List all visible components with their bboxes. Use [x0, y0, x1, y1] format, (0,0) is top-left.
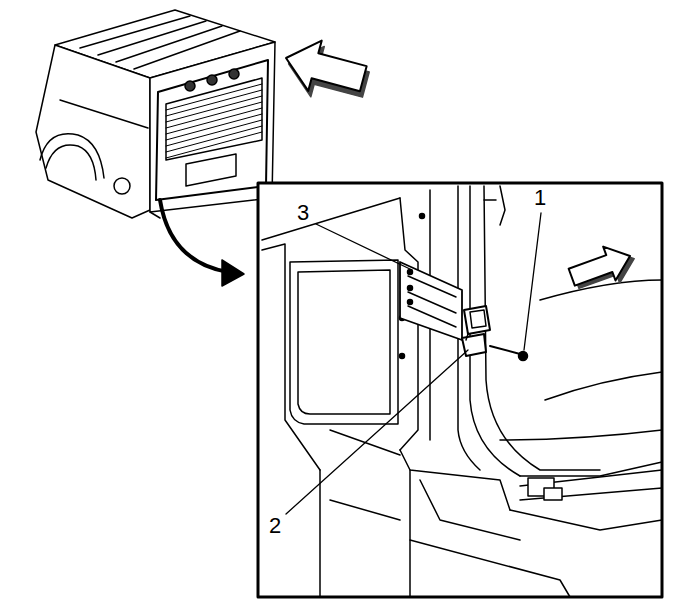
hinge-plate	[400, 262, 462, 340]
view-arrow	[278, 33, 374, 110]
inset-frame	[258, 183, 662, 597]
callout-number: 1	[534, 186, 546, 210]
detail-arrow	[160, 200, 228, 272]
forward-arrow	[566, 238, 641, 298]
leader-lines	[286, 213, 541, 514]
callout-number: 2	[269, 514, 281, 538]
detail-arrowhead	[222, 260, 244, 286]
door-opening	[262, 186, 662, 597]
callout-number: 3	[297, 201, 309, 225]
vehicle-rear	[36, 10, 275, 218]
hinge	[462, 306, 490, 356]
bolt	[490, 346, 528, 361]
